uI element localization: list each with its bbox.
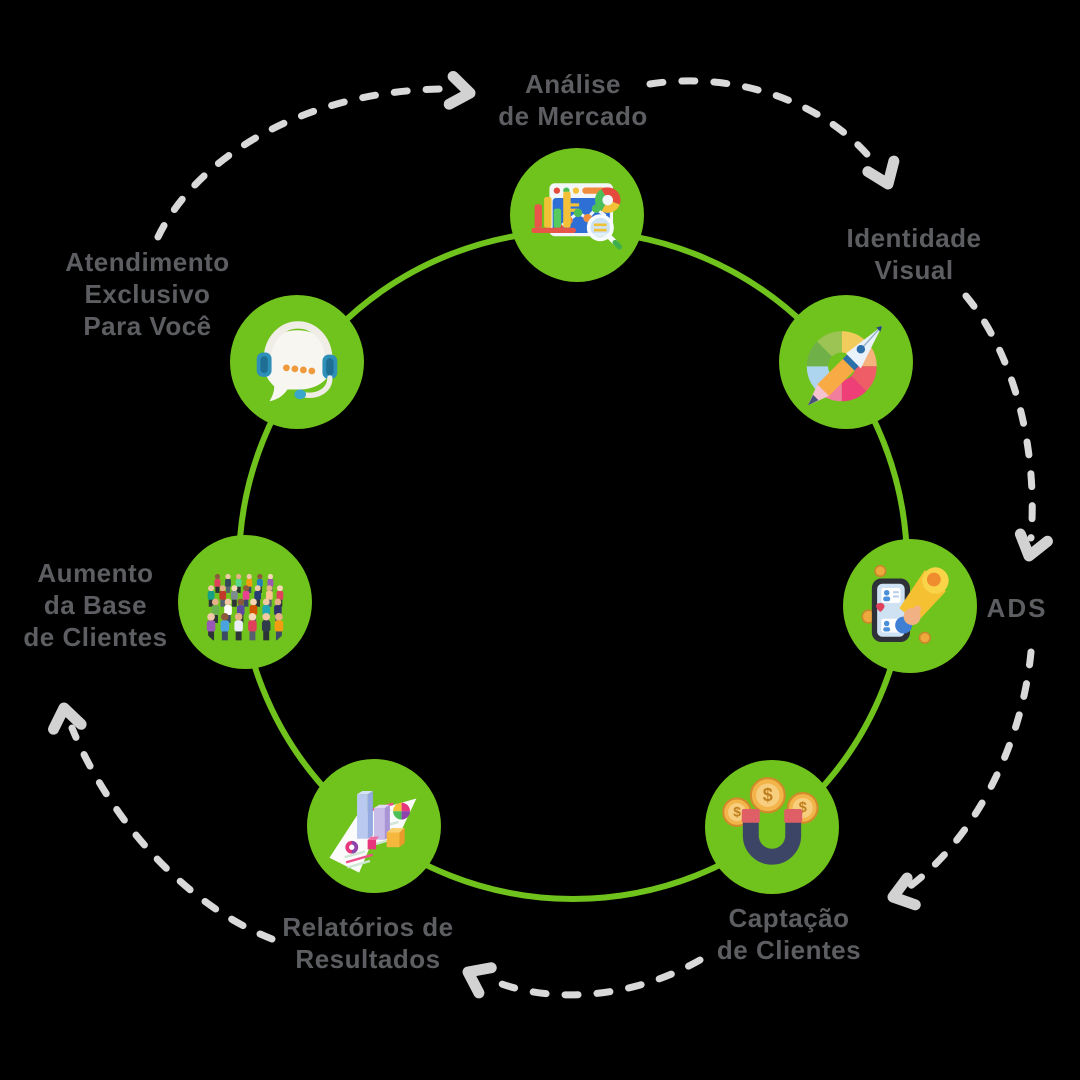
label-ads: ADS — [986, 593, 1048, 623]
arrowhead-top-right — [862, 155, 900, 190]
node-ads — [843, 539, 977, 673]
node-analise-de-mercado — [510, 148, 644, 282]
market-analysis-icon — [531, 183, 623, 250]
reports-chart-icon — [329, 791, 417, 873]
node-relatorios-de-resultados — [307, 759, 441, 893]
label-identidade-visual: Identidade Visual — [846, 223, 982, 285]
arrowhead-right — [1014, 528, 1053, 562]
arrow-arc-left — [68, 724, 276, 943]
label-aumento-da-base: Aumento da Base de Clientes — [23, 558, 168, 652]
label-captacao-de-clientes: Captação de Clientes — [716, 903, 862, 965]
label-atendimento-exclusivo: Atendimento Exclusivo Para Você — [65, 247, 230, 341]
magnet-coins-icon: $ $ $ — [722, 777, 819, 865]
node-atendimento-exclusivo — [230, 295, 364, 429]
arrowhead-bottom-right — [887, 872, 921, 911]
arrow-arc-top-left — [154, 85, 444, 241]
node-captacao-de-clientes: $ $ $ — [705, 760, 839, 894]
arrow-arc-bottom — [483, 956, 704, 999]
support-headset-icon — [256, 321, 338, 402]
coin-dollar-symbol: $ — [763, 785, 773, 805]
arrow-arc-right — [962, 292, 1036, 542]
node-aumento-da-base — [178, 535, 312, 669]
visual-identity-icon — [806, 325, 883, 406]
crowd-icon — [206, 573, 284, 641]
arrow-arc-bottom-right — [901, 648, 1035, 894]
arrowhead-top — [443, 70, 476, 110]
arrowhead-bottom — [462, 962, 497, 999]
coin-dollar-symbol: $ — [799, 800, 808, 816]
arrowhead-left — [48, 702, 87, 735]
ads-megaphone-icon — [861, 564, 949, 644]
arrow-arc-top-right — [646, 77, 880, 169]
label-analise-de-mercado: Análise de Mercado — [498, 69, 648, 131]
node-identidade-visual — [779, 295, 913, 429]
coin-dollar-symbol: $ — [733, 805, 741, 820]
label-relatorios-de-resultados: Relatórios de Resultados — [282, 912, 454, 974]
